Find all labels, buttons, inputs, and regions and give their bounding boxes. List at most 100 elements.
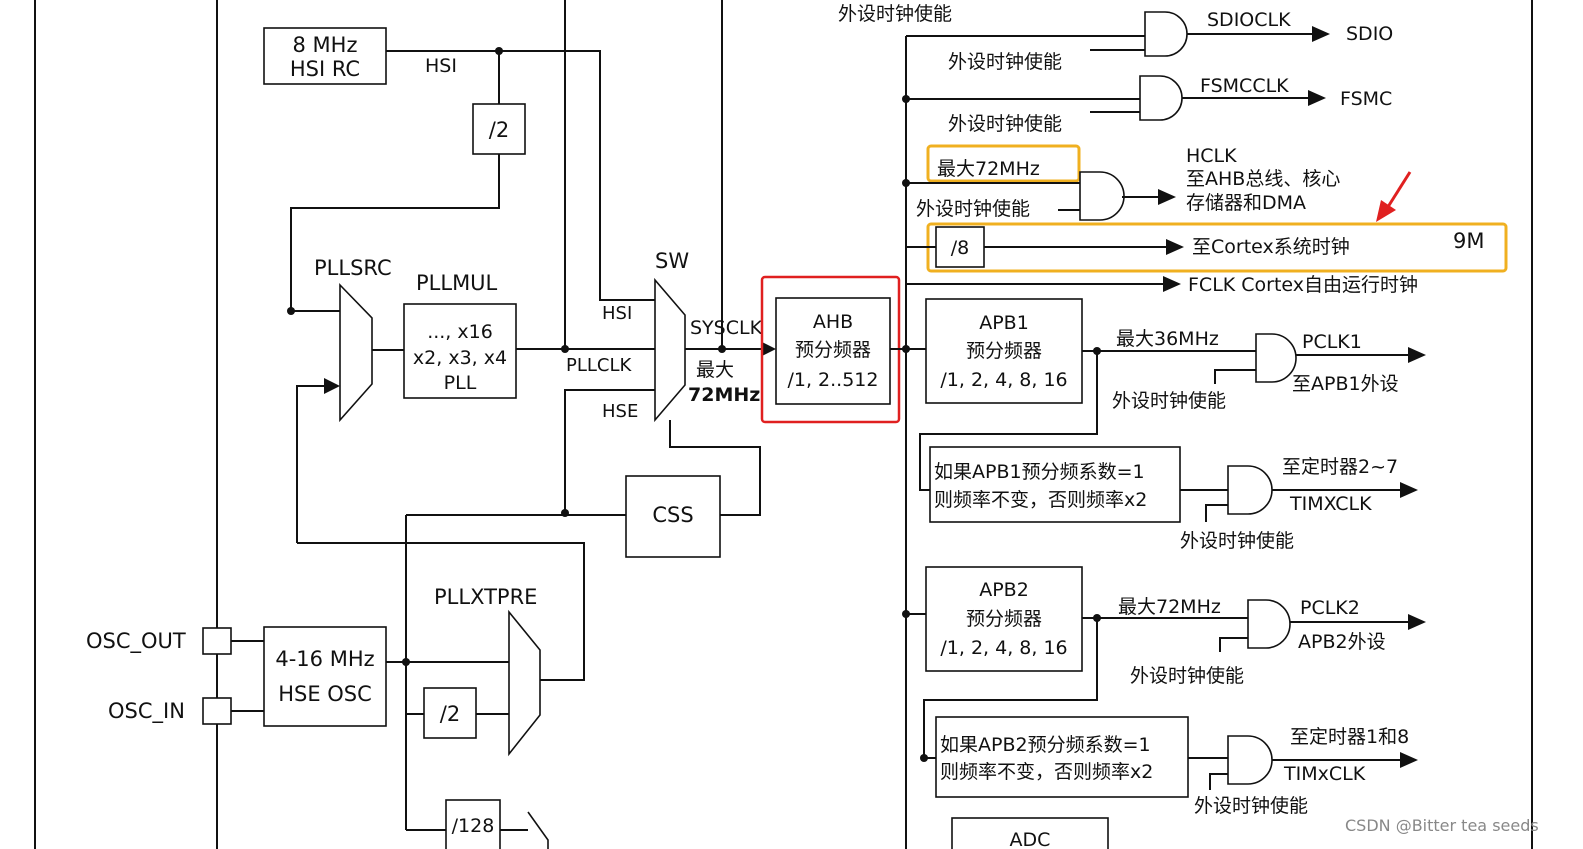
pclk1-gate: [1255, 333, 1297, 383]
div8-label: /8: [951, 237, 970, 259]
sdio-enable-label: 外设时钟使能: [948, 51, 1062, 73]
sysclk-max-line2: 72MHz: [688, 384, 760, 406]
apb1-cond-box: [929, 446, 1181, 523]
tim18-enable-line: [1209, 773, 1228, 790]
sw-mux: [654, 277, 686, 423]
apb2-cond-line2: 则频率不变，否则频率x2: [940, 761, 1153, 783]
pllsrc-arrow: [324, 378, 340, 394]
hse-to-pllxtpre: [297, 542, 585, 681]
pclk2-enable-label: 外设时钟使能: [1130, 665, 1244, 687]
sdioclk-label: SDIOCLK: [1207, 9, 1291, 31]
hclk-line1: HCLK: [1186, 145, 1237, 167]
hse-to-pllsrc: [296, 385, 333, 543]
fclk-label: FCLK Cortex自由运行时钟: [1188, 274, 1418, 296]
osc-out-pin: [202, 627, 232, 655]
fsmc-enable-label: 外设时钟使能: [948, 113, 1062, 135]
tim27-enable-line: [1205, 504, 1228, 522]
css-box: [625, 475, 721, 558]
cortex-timer-arrow: [1166, 239, 1184, 255]
pclk2-arrow: [1408, 614, 1426, 630]
osc-in-label: OSC_IN: [108, 699, 185, 724]
apb2-cond-box: [935, 716, 1189, 798]
tim27-gate: [1227, 465, 1273, 515]
apb1-line1: APB1: [979, 312, 1029, 334]
hse-osc-line2: HSE OSC: [278, 682, 372, 706]
ahb-box: [775, 297, 891, 405]
pclk2-enable-line: [1219, 637, 1248, 652]
red-annotation-arrow-shaft: [1384, 171, 1412, 211]
hse-to-sw: [564, 389, 655, 513]
pllxtpre-mux: [508, 609, 541, 757]
pclk1-enable-line: [1214, 369, 1256, 384]
apb2-cond-junction: [920, 754, 928, 762]
div2-hse-label: /2: [440, 702, 460, 726]
hse-junction: [402, 658, 410, 666]
hclk-max-label: 最大72MHz: [937, 158, 1040, 180]
pclk1-dest-label: 至APB1外设: [1292, 373, 1399, 395]
pclk2-dest-label: APB2外设: [1298, 631, 1386, 653]
fsmc-gate: [1139, 75, 1183, 121]
apb2-line3: /1, 2, 4, 8, 16: [940, 637, 1067, 659]
fsmcclk-label: FSMCCLK: [1200, 75, 1289, 97]
tim27-label: 至定时器2~7: [1282, 456, 1398, 478]
ahb-line1: AHB: [813, 311, 853, 333]
fsmc-junction: [902, 95, 910, 103]
hclk-gate: [1079, 171, 1125, 221]
pclk1-label: PCLK1: [1302, 331, 1362, 353]
hsi-label: HSI: [425, 55, 457, 77]
pll-line3: PLL: [444, 372, 477, 394]
div2-hse-box: [423, 687, 477, 739]
apb1-box: [925, 298, 1083, 404]
pll-line1: ..., x16: [427, 321, 493, 343]
apb2-cond-line1: 如果APB2预分频系数=1: [940, 734, 1151, 756]
apb2-box: [925, 566, 1083, 672]
tim27-arrow: [1400, 482, 1418, 498]
div128-box: [445, 799, 501, 849]
apb1-cond-line1: 如果APB1预分频系数=1: [934, 461, 1145, 483]
sysclk-max-line1: 最大: [696, 359, 734, 381]
pllsrc-mux: [339, 283, 373, 423]
sw-to-css: [669, 420, 761, 516]
div2-to-pllsrc: [290, 154, 500, 312]
pllsrc-label: PLLSRC: [314, 256, 392, 280]
adc-box: [951, 817, 1109, 849]
hclk-junction: [902, 179, 910, 187]
hse-osc-line1: 4-16 MHz: [275, 647, 374, 671]
hse-osc-box: [263, 626, 387, 727]
div2-top-box: [472, 103, 526, 155]
fclk-arrow: [1163, 276, 1181, 292]
sysclk-junction: [718, 345, 726, 353]
watermark: CSDN @Bitter tea seeds: [1345, 816, 1539, 835]
div128-label: /128: [452, 815, 495, 837]
osc-in-pin: [202, 697, 232, 725]
hclk-max-highlight: [926, 144, 1081, 183]
tim27-enable-label: 外设时钟使能: [1180, 530, 1294, 552]
hsi-line: [386, 50, 655, 301]
sw-pllclk-label: PLLCLK: [566, 355, 633, 376]
timxclk1-label: TIMXCLK: [1289, 493, 1372, 515]
pllclk-junction: [561, 345, 569, 353]
apb2-max-label: 最大72MHz: [1118, 596, 1221, 618]
div2-top-label: /2: [489, 118, 509, 142]
fsmc-label: FSMC: [1340, 88, 1392, 110]
hclk-enable-label: 外设时钟使能: [916, 198, 1030, 220]
apb2-line1: APB2: [979, 579, 1029, 601]
sdio-arrow: [1312, 26, 1330, 42]
sw-hsi-label: HSI: [602, 303, 632, 324]
apb1-cond-line2: 则频率不变，否则频率x2: [934, 489, 1147, 511]
hsi-rc-box: [263, 27, 387, 85]
sdio-gate: [1144, 11, 1188, 57]
sdio-label: SDIO: [1346, 23, 1393, 45]
tim18-enable-label: 外设时钟使能: [1194, 795, 1308, 817]
pll-line2: x2, x3, x4: [413, 347, 507, 369]
pclk2-gate: [1247, 599, 1291, 649]
timxclk2-label: TIMxCLK: [1283, 763, 1366, 785]
top-enable-label: 外设时钟使能: [838, 3, 952, 25]
tim18-label: 至定时器1和8: [1290, 726, 1409, 748]
sysclk-label: SYSCLK: [690, 317, 763, 339]
sw-hse-label: HSE: [602, 401, 638, 422]
tim18-gate: [1227, 735, 1273, 785]
pllmul-label: PLLMUL: [416, 271, 498, 295]
pllsrc-junction: [287, 307, 295, 315]
